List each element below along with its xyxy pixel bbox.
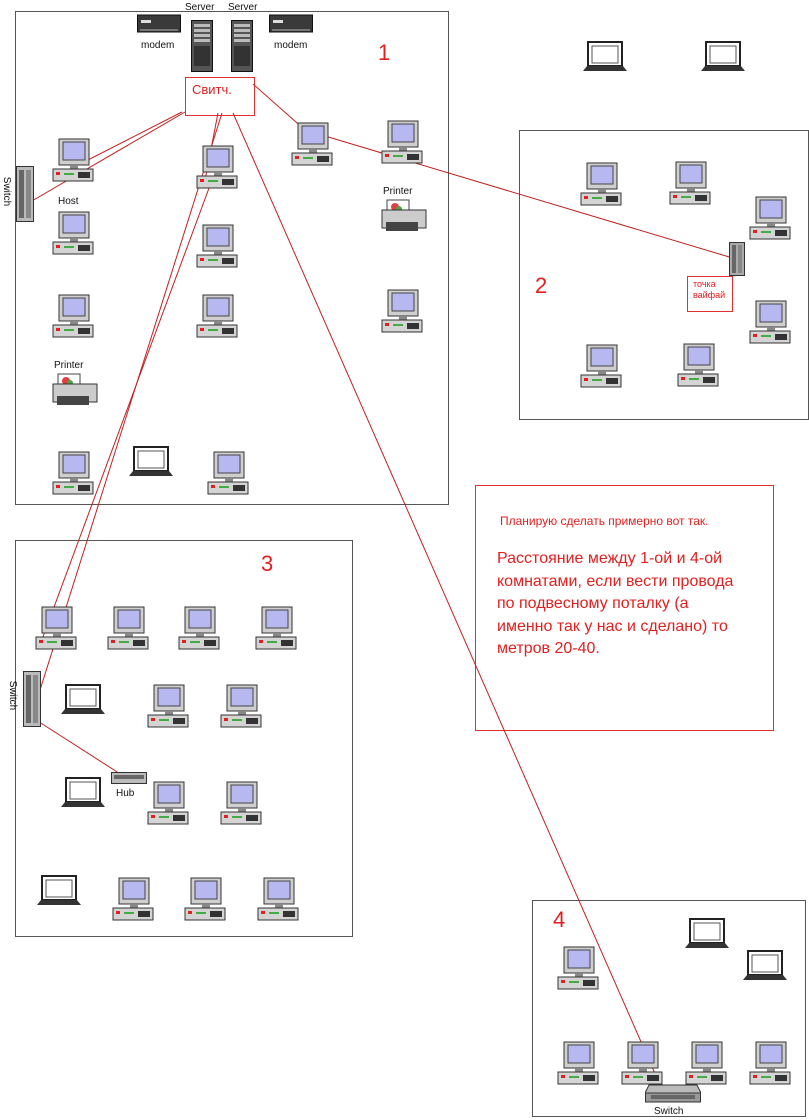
desktop-computer-icon — [381, 289, 423, 333]
cable — [39, 179, 213, 646]
laptop-icon — [685, 918, 729, 948]
desktop-computer-icon — [621, 1041, 663, 1085]
desktop-computer-icon — [255, 606, 297, 650]
ap-box-label: точка вайфай — [693, 279, 726, 300]
desktop-computer-icon — [220, 684, 262, 728]
switch-box — [185, 77, 255, 116]
laptop-icon — [743, 950, 787, 980]
printer-icon — [52, 373, 98, 405]
desktop-computer-icon — [557, 946, 599, 990]
room-2 — [519, 130, 809, 420]
switch-icon — [645, 1084, 701, 1103]
desktop-computer-icon — [52, 451, 94, 495]
desktop-computer-icon — [207, 451, 249, 495]
cable — [81, 111, 183, 164]
cable — [24, 111, 186, 206]
note-box — [475, 485, 774, 731]
desktop-computer-icon — [178, 606, 220, 650]
hub-label: Hub — [116, 788, 135, 799]
room-3 — [15, 540, 353, 937]
printer-icon — [381, 199, 427, 231]
desktop-computer-icon — [749, 1041, 791, 1085]
desktop-computer-icon — [52, 138, 94, 182]
switch-box-label: Свитч. — [192, 82, 232, 97]
printer-room-1-a-label: Printer — [383, 186, 413, 197]
switch-icon — [16, 166, 34, 222]
room-1-number: 1 — [378, 40, 391, 65]
server-tower-icon — [231, 20, 253, 72]
desktop-computer-icon — [107, 606, 149, 650]
server-right-label: Server — [228, 2, 258, 13]
desktop-computer-icon — [580, 162, 622, 206]
desktop-computer-icon — [685, 1041, 727, 1085]
desktop-computer-icon — [220, 781, 262, 825]
desktop-computer-icon — [291, 122, 333, 166]
cable — [252, 83, 306, 131]
desktop-computer-icon — [184, 877, 226, 921]
desktop-computer-icon — [196, 145, 238, 189]
switch-room-4-label: Switch — [654, 1106, 684, 1117]
desktop-computer-icon — [147, 684, 189, 728]
switch-room-3-label: Switch — [7, 680, 19, 711]
note-line-1: Планирую сделать примерно вот так. — [500, 514, 709, 528]
modem-left-label: modem — [141, 40, 175, 51]
cable — [304, 129, 737, 260]
desktop-computer-icon — [580, 344, 622, 388]
cable — [232, 112, 661, 1086]
desktop-computer-icon — [669, 161, 711, 205]
desktop-computer-icon — [52, 294, 94, 338]
desktop-computer-icon — [52, 211, 94, 255]
server-tower-icon — [191, 20, 213, 72]
room-2-number: 2 — [535, 273, 548, 298]
desktop-computer-icon — [257, 877, 299, 921]
desktop-computer-icon — [557, 1041, 599, 1085]
desktop-computer-icon — [147, 781, 189, 825]
desktop-computer-icon — [196, 294, 238, 338]
hub-icon — [111, 772, 147, 784]
desktop-computer-icon — [749, 196, 791, 240]
desktop-computer-icon — [35, 606, 77, 650]
desktop-computer-icon — [112, 877, 154, 921]
desktop-computer-icon — [749, 300, 791, 344]
laptop-icon — [61, 684, 105, 714]
wifi-access-point-icon — [729, 242, 745, 276]
laptop-icon — [583, 41, 627, 71]
room-4-number: 4 — [553, 907, 566, 932]
desktop-computer-icon — [196, 224, 238, 268]
modem-right-label: modem — [274, 40, 308, 51]
modem-icon — [137, 14, 181, 33]
note-line-2: Расстояние между 1-ой и 4-ой комнатами, … — [497, 550, 734, 657]
switch-icon — [23, 671, 41, 727]
printer-room-1-b-label: Printer — [54, 360, 84, 371]
cable — [32, 717, 126, 778]
laptop-icon — [129, 446, 173, 476]
ap-box — [687, 276, 733, 312]
cable — [39, 112, 223, 691]
desktop-computer-icon — [677, 343, 719, 387]
laptop-icon — [37, 875, 81, 905]
server-left-label: Server — [185, 2, 215, 13]
switch-room-1-label: Switch — [1, 176, 13, 207]
laptop-icon — [701, 41, 745, 71]
host-label: Host — [58, 196, 79, 207]
modem-icon — [269, 14, 313, 33]
desktop-computer-icon — [381, 120, 423, 164]
room-3-number: 3 — [261, 551, 274, 576]
laptop-icon — [61, 777, 105, 807]
